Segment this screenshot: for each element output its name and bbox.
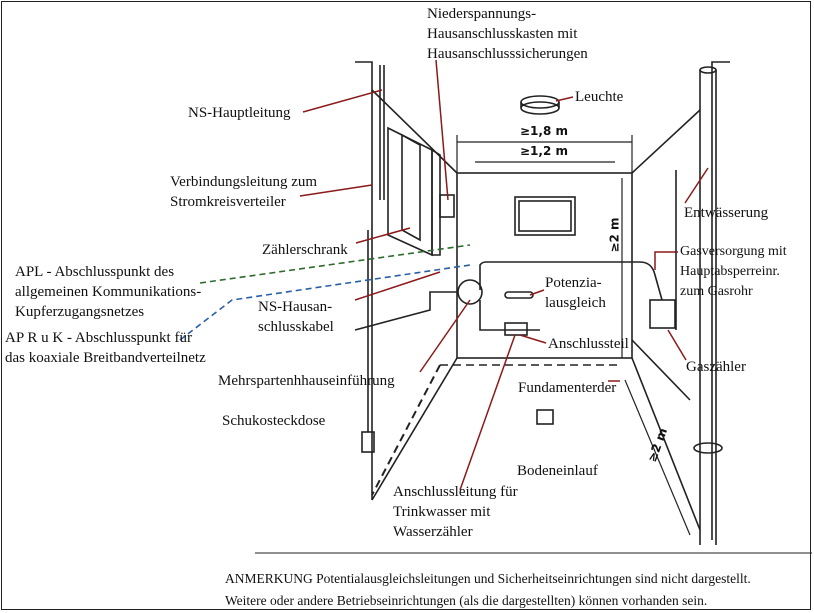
water-meter (504, 322, 528, 336)
label-potenzialausgleich: Potenzia-lausgleich (545, 273, 606, 313)
right-wall-edge (711, 61, 730, 540)
dimension-lines (456, 135, 691, 536)
note-line-1: ANMERKUNG Potentialausgleichsleitungen u… (225, 571, 751, 586)
label-trinkwasser-line: Wasserzähler (393, 524, 473, 540)
label-gasversorgung-line: Hauptabsperreinr. (680, 264, 780, 279)
label-hak-line: Niederspannungs- (427, 6, 537, 22)
label-ns-hauptleitung: NS-Hauptleitung (188, 105, 291, 121)
label-gaszaehler: Gaszähler (686, 359, 746, 375)
floor-drain (536, 409, 554, 425)
label-ns-hausanschlusskabel-line: NS-Hausan- (258, 299, 333, 315)
gas-meter (649, 299, 676, 329)
label-leuchte: Leuchte (575, 89, 624, 105)
label-anschlussteil: Anschlussteil (548, 336, 629, 352)
left-floor-edge (371, 357, 458, 501)
note-line-2: Weitere oder andere Betriebseinrichtunge… (225, 593, 708, 608)
drain-pipe (693, 66, 723, 545)
dim-width-outer: ≥1,8 m (520, 124, 568, 138)
label-gasversorgung-line: Gasversorgung mit (680, 244, 787, 259)
label-trinkwasser-line: Anschlussleitung für (393, 484, 518, 500)
label-fundamenterder: Fundamenterder (518, 380, 617, 396)
label-hak-line: Hausanschlusssicherungen (427, 46, 588, 62)
label-gasversorgung-line: zum Gasrohr (680, 284, 753, 299)
meter-cabinet (387, 126, 441, 257)
equipotential-bar (504, 291, 534, 299)
label-ns-hausanschlusskabel-line: schlusskabel (258, 319, 334, 335)
label-bodeneinlauf: Bodeneinlauf (517, 463, 598, 479)
label-ap-ruk: AP R u K - Abschlusspunkt für das koaxial… (5, 328, 206, 368)
label-apl-line: Kupferzugangsnetzes (15, 304, 145, 320)
left-wall-edge (355, 61, 373, 500)
label-ap-ruk-line: das koaxiale Breitbandverteilnetz (5, 350, 206, 366)
label-verbindungsleitung-line: Stromkreisverteiler (170, 194, 286, 210)
foundation-earth-diagonal (371, 364, 441, 496)
hak-box (439, 194, 455, 218)
label-zaehlerschrank: Zählerschrank (262, 242, 348, 258)
gas-pipe (479, 261, 663, 301)
label-potenzialausgleich-line: lausgleich (545, 295, 606, 311)
ruk-leader (179, 264, 471, 341)
water-pipe (479, 300, 540, 331)
leader-lines (299, 59, 709, 491)
label-apl: APL - Abschlusspunkt des allgemeinen Komm… (15, 262, 201, 322)
label-apl-line: APL - Abschlusspunkt des (15, 264, 175, 280)
label-trinkwasser-line: Trinkwasser mit (393, 504, 491, 520)
label-verbindungsleitung-line: Verbindungsleitung zum (170, 174, 318, 190)
ns-hausanschlusskabel-line (354, 291, 458, 331)
wall-pipe (631, 339, 691, 401)
label-ns-hausanschlusskabel: NS-Hausan-schlusskabel (258, 297, 334, 337)
label-entwaesserung: Entwässerung (684, 205, 769, 221)
label-mehrsparten: Mehrspartenhhauseinführung (218, 373, 395, 389)
label-potenzialausgleich-line: Potenzia- (545, 275, 602, 291)
back-wall (456, 172, 633, 359)
wall-window (514, 196, 576, 236)
label-ap-ruk-line: AP R u K - Abschlusspunkt für (5, 330, 192, 346)
right-ceiling-edge (631, 109, 701, 174)
dim-width-inner: ≥1,2 m (520, 144, 568, 158)
label-schuko: Schukosteckdose (222, 413, 326, 429)
dim-height: ≥2 m (607, 217, 622, 253)
left-ceiling-edge (371, 89, 458, 174)
label-hak-line: Hausanschlusskasten mit (427, 26, 578, 42)
wall-window-inner (518, 200, 572, 232)
apl-leader (199, 244, 471, 284)
label-apl-line: allgemeinen Kommunikations- (15, 284, 202, 300)
right-floor-edge (631, 357, 701, 531)
